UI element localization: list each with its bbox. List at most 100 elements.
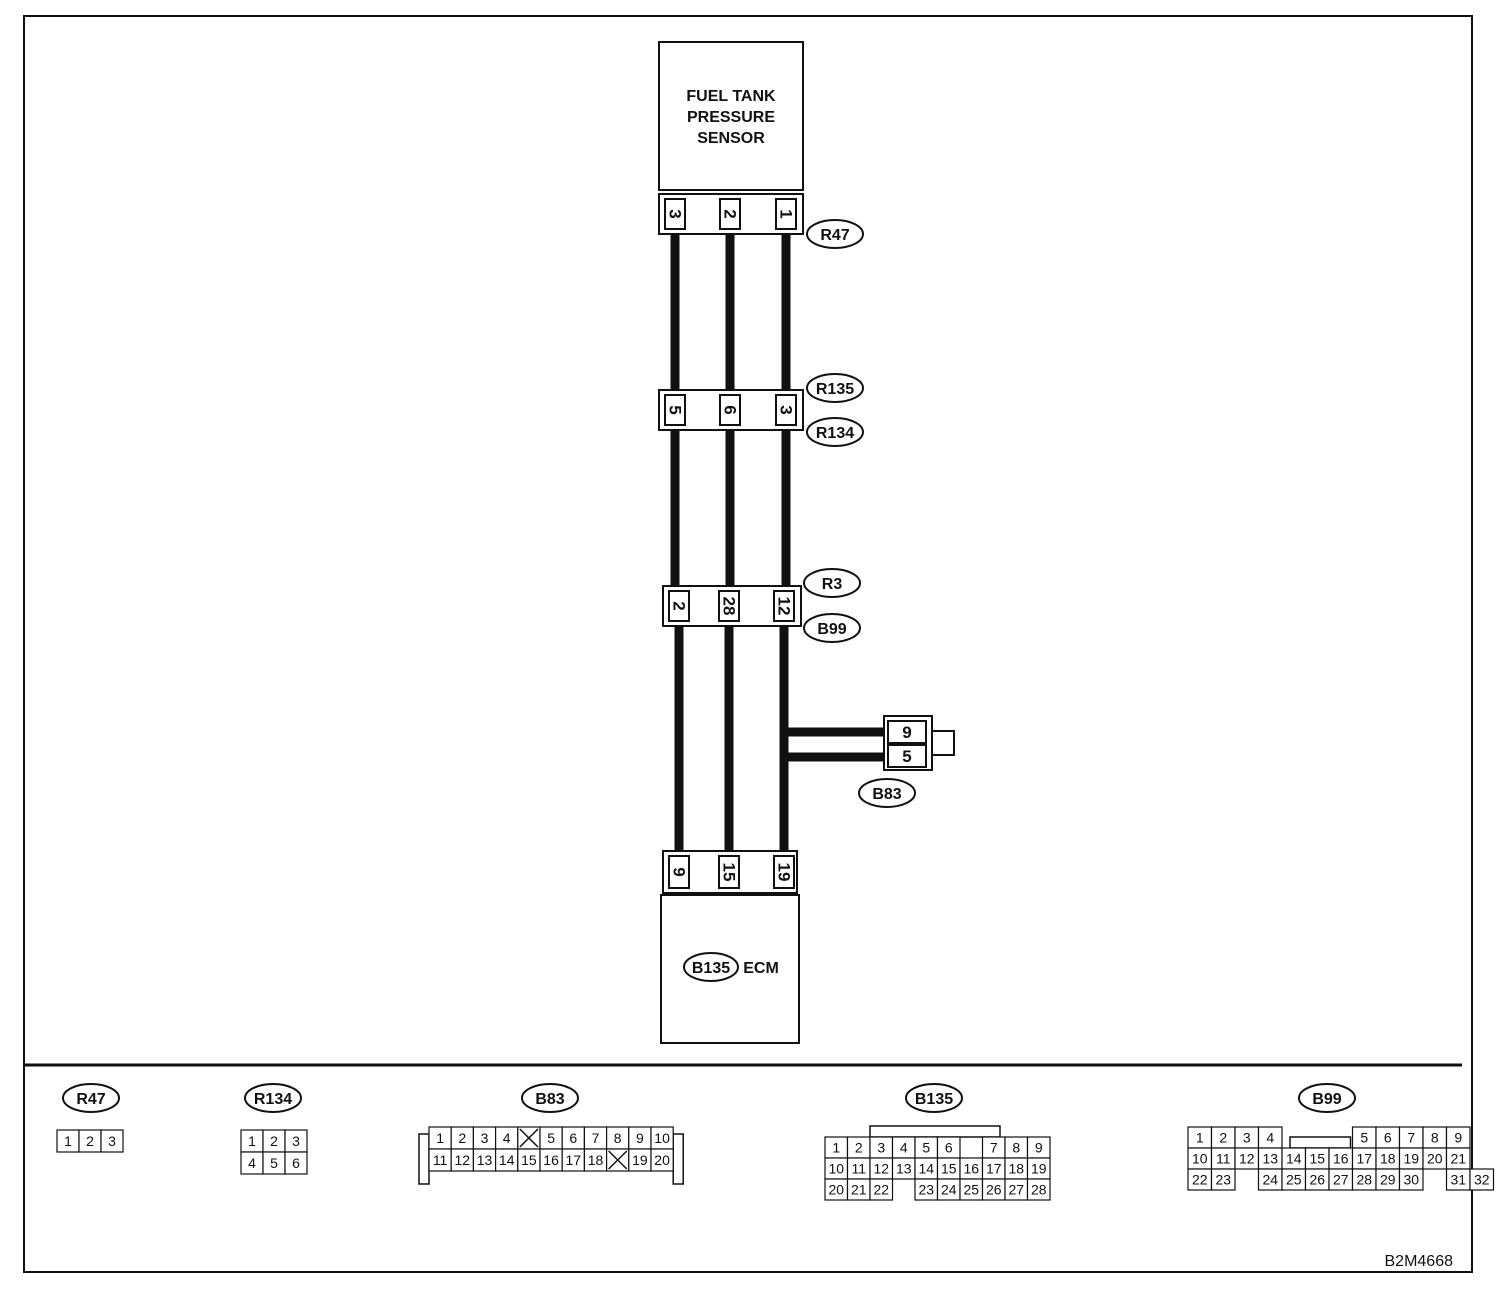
pin-number: 3 [292,1133,300,1149]
r47-pin-2: 2 [721,209,740,218]
r134-label-oval [806,417,864,447]
pin-number: 5 [270,1155,278,1171]
pin-number: 16 [543,1152,559,1168]
pin-number: 8 [614,1130,622,1146]
pin-number: 12 [873,1161,889,1177]
view-label-oval [905,1083,963,1113]
pin-number: 22 [1192,1172,1208,1188]
ecm-pin-9: 9 [670,867,689,876]
r47-pin-1: 1 [777,209,796,218]
pin-number: 19 [1403,1151,1419,1167]
pin-number: 25 [1286,1172,1302,1188]
pin-number: 28 [1031,1182,1047,1198]
pin-number: 6 [569,1130,577,1146]
pin-number: 1 [64,1133,72,1149]
b99-label: B99 [817,621,846,638]
pin-number: 4 [1266,1130,1274,1146]
pin-number: 10 [828,1161,844,1177]
pin-number: 4 [900,1140,908,1156]
pin-number: 12 [455,1152,471,1168]
pin-cell [1398,1168,1424,1191]
pin-number: 23 [1215,1172,1231,1188]
pin-number: 24 [1262,1172,1278,1188]
pin-number: 13 [1262,1151,1278,1167]
pin-number: 9 [1454,1130,1462,1146]
sensor-title-line-1: FUEL TANK [686,88,776,105]
pin-number: 17 [986,1161,1002,1177]
pin-number: 30 [1403,1172,1419,1188]
pin-number: 1 [248,1133,256,1149]
pin-number: 16 [963,1161,979,1177]
pin-number: 8 [1012,1140,1020,1156]
pin-number: 9 [636,1130,644,1146]
view-label-oval [1298,1083,1356,1113]
b99-label-oval [803,613,861,643]
r135-label-oval [806,373,864,403]
b83-pin-5: 5 [902,747,911,766]
ecm-pin-15: 15 [720,863,739,882]
pin-number: 22 [873,1182,889,1198]
connector-ecm: 9 15 19 [662,850,798,894]
pin-number: 29 [1380,1172,1396,1188]
pin-number: 27 [1008,1182,1024,1198]
pin-number: 19 [1031,1161,1047,1177]
ecm-label: ECM [743,960,779,977]
pin-number: 15 [941,1161,957,1177]
view-label-oval [62,1083,120,1113]
view-label-oval [244,1083,302,1113]
r134-label: R134 [816,425,854,442]
view-label: B99 [1312,1091,1341,1108]
pin-number: 17 [566,1152,582,1168]
r3-pin-2: 2 [670,601,689,610]
pin-number: 1 [832,1140,840,1156]
pin-number: 7 [592,1130,600,1146]
r3-label: R3 [822,576,843,593]
r3-pin-28: 28 [720,597,739,616]
pin-number: 3 [1243,1130,1251,1146]
pin-number: 6 [1384,1130,1392,1146]
pin-number: 18 [1008,1161,1024,1177]
r135-pin-6: 6 [721,405,740,414]
pin-number: 21 [851,1182,867,1198]
pin-number: 2 [855,1140,863,1156]
pin-number: 12 [1239,1151,1255,1167]
pin-cell [1026,1178,1051,1201]
pin-number: 32 [1474,1172,1490,1188]
pin-number: 26 [1309,1172,1325,1188]
connector-r47: 3 2 1 [658,193,804,235]
pin-number: 3 [877,1140,885,1156]
pin-number: 7 [1407,1130,1415,1146]
view-label: R47 [76,1091,105,1108]
pin-number: 3 [108,1133,116,1149]
pin-number: 6 [292,1155,300,1171]
pin-number: 3 [481,1130,489,1146]
r135-label: R135 [816,381,854,398]
figure-id: B2M4668 [1385,1253,1454,1270]
r135-pin-5: 5 [666,405,685,414]
b83-label: B83 [872,786,901,803]
r3-label-oval [803,568,861,598]
pin-number: 21 [1450,1151,1466,1167]
pin-number: 11 [433,1152,448,1168]
sensor-title-line-2: PRESSURE [687,109,775,126]
pin-number: 14 [499,1152,515,1168]
b83-pin-9: 9 [902,723,911,742]
pin-number: 8 [1431,1130,1439,1146]
pin-number: 2 [270,1133,278,1149]
sensor-title-line-3: SENSOR [697,130,765,147]
pin-number: 13 [477,1152,493,1168]
pin-cell [100,1129,124,1153]
pin-number: 11 [1216,1151,1231,1167]
pin-number: 15 [521,1152,537,1168]
connector-r135-r134: 5 6 3 [658,389,804,431]
pin-number: 23 [918,1182,934,1198]
fuel-tank-pressure-sensor: FUEL TANK PRESSURE SENSOR [658,41,804,191]
view-label: R134 [254,1091,292,1108]
outer-frame [23,15,1473,1273]
pin-number: 20 [654,1152,670,1168]
pin-cell [1469,1168,1495,1191]
pin-number: 16 [1333,1151,1349,1167]
